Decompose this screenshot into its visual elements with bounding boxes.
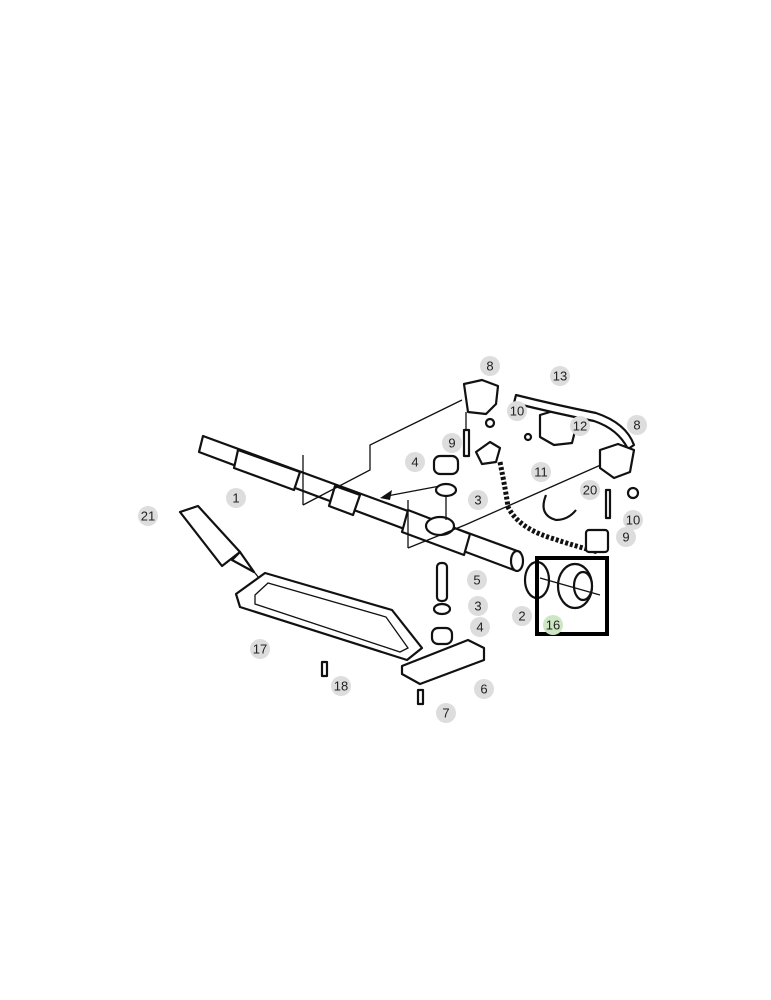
callout-circle bbox=[138, 506, 158, 526]
callout-circle bbox=[250, 639, 270, 659]
callout-number: 3 bbox=[474, 493, 481, 508]
callout-13: 13 bbox=[550, 366, 570, 386]
callout-number: 13 bbox=[553, 369, 567, 384]
callout-circle bbox=[616, 527, 636, 547]
callout-11: 11 bbox=[531, 462, 551, 482]
callout-number: 7 bbox=[442, 706, 449, 721]
callout-17: 17 bbox=[250, 639, 270, 659]
sealant-tube-part-21 bbox=[178, 504, 263, 587]
plate-part-6 bbox=[400, 638, 486, 686]
callout-circle bbox=[531, 462, 551, 482]
callout-number: 20 bbox=[583, 483, 597, 498]
callout-number: 8 bbox=[486, 359, 493, 374]
callout-circle bbox=[468, 596, 488, 616]
callout-20: 20 bbox=[580, 480, 600, 500]
gasket-part-17 bbox=[234, 571, 424, 662]
callout-circle bbox=[474, 679, 494, 699]
callout-circle bbox=[550, 366, 570, 386]
callout-9: 9 bbox=[616, 527, 636, 547]
callout-7: 7 bbox=[436, 703, 456, 723]
pin-part-9 bbox=[462, 428, 471, 458]
callout-number: 6 bbox=[480, 682, 487, 697]
callout-12: 12 bbox=[570, 416, 590, 436]
callout-3: 3 bbox=[468, 490, 488, 510]
highlight-box bbox=[535, 556, 609, 636]
tie-part-20 bbox=[542, 494, 577, 522]
callout-circle bbox=[467, 570, 487, 590]
clip-part-10 bbox=[484, 417, 496, 429]
callout-number: 4 bbox=[411, 455, 418, 470]
callout-number: 3 bbox=[474, 599, 481, 614]
callout-18: 18 bbox=[331, 676, 351, 696]
callout-2: 2 bbox=[512, 606, 532, 626]
callout-6: 6 bbox=[474, 679, 494, 699]
callout-10: 10 bbox=[507, 401, 527, 421]
switch-part bbox=[474, 440, 502, 466]
callout-16: 16 bbox=[543, 615, 563, 635]
callout-number: 10 bbox=[510, 404, 524, 419]
screw-part-18 bbox=[320, 660, 329, 678]
callout-number: 8 bbox=[633, 418, 640, 433]
callout-circle bbox=[470, 617, 490, 637]
callout-number: 12 bbox=[573, 419, 587, 434]
callout-8: 8 bbox=[480, 356, 500, 376]
callout-9: 9 bbox=[442, 433, 462, 453]
callout-circle bbox=[512, 606, 532, 626]
callout-4: 4 bbox=[470, 617, 490, 637]
callout-number: 16 bbox=[546, 618, 560, 633]
callout-10: 10 bbox=[623, 510, 643, 530]
callout-circle bbox=[580, 480, 600, 500]
callout-4: 4 bbox=[405, 452, 425, 472]
pin-part-5 bbox=[435, 561, 449, 603]
callout-circle bbox=[331, 676, 351, 696]
callout-circle bbox=[442, 433, 462, 453]
connector-part bbox=[584, 528, 610, 554]
callout-circle bbox=[543, 615, 563, 635]
bushing-part-4 bbox=[432, 454, 460, 476]
arrow-line bbox=[386, 485, 441, 497]
callout-number: 10 bbox=[626, 513, 640, 528]
callout-number: 17 bbox=[253, 642, 267, 657]
callout-circle bbox=[570, 416, 590, 436]
callout-number: 2 bbox=[518, 609, 525, 624]
callout-number: 21 bbox=[141, 509, 155, 524]
clamp-part-8 bbox=[462, 378, 500, 416]
callout-circle bbox=[480, 356, 500, 376]
callout-21: 21 bbox=[138, 506, 158, 526]
callout-8: 8 bbox=[627, 415, 647, 435]
clamp-part-8-right bbox=[598, 442, 636, 480]
washer-part-3 bbox=[434, 482, 458, 498]
callout-circle bbox=[226, 488, 246, 508]
callout-circle bbox=[623, 510, 643, 530]
screw-part-7 bbox=[416, 688, 425, 706]
shaft-part-1 bbox=[197, 434, 525, 573]
callout-5: 5 bbox=[467, 570, 487, 590]
callout-3: 3 bbox=[468, 596, 488, 616]
callout-number: 1 bbox=[232, 491, 239, 506]
callout-circle bbox=[468, 490, 488, 510]
callout-number: 9 bbox=[622, 530, 629, 545]
callout-number: 11 bbox=[534, 465, 548, 480]
callout-number: 4 bbox=[476, 620, 483, 635]
callout-circle bbox=[627, 415, 647, 435]
callout-circle bbox=[436, 703, 456, 723]
callout-number: 9 bbox=[448, 436, 455, 451]
callout-circle bbox=[405, 452, 425, 472]
callout-number: 5 bbox=[473, 573, 480, 588]
callout-1: 1 bbox=[226, 488, 246, 508]
callout-number: 18 bbox=[334, 679, 348, 694]
callout-circle bbox=[507, 401, 527, 421]
